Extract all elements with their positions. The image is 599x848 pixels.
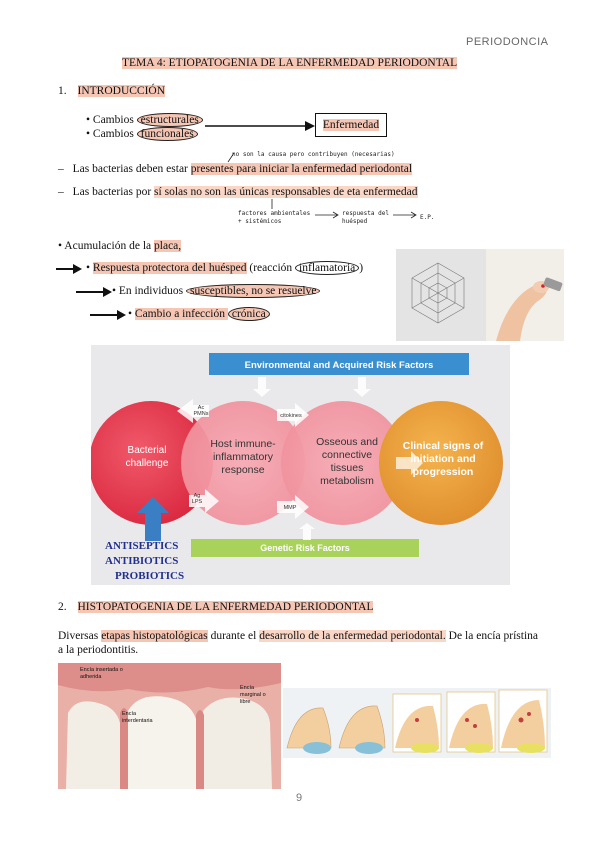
dash: – [58,186,64,198]
line2-text: Las bacterias por [72,186,155,198]
label-encia-insertada: Encía insertada o adherida [80,667,123,680]
down-arrow-icon [353,377,371,397]
section2-heading: 2. HISTOPATOGENIA DE LA ENFERMEDAD PERIO… [58,601,374,613]
radar-chart-icon [396,249,564,341]
page-title-text: TEMA 4: ETIOPATOGENIA DE LA ENFERMEDAD P… [122,57,458,69]
cambios-prefix: Cambios [92,128,137,140]
line2-highlight: sí solas no son las únicas responsables … [154,186,418,198]
gum-photo-illustration [58,663,281,789]
top-banner-text: Environmental and Acquired Risk Factors [245,360,434,371]
hw-ep: E.P. [420,214,435,221]
treatment-antiseptics: ANTISEPTICS [105,540,178,552]
bullet-cambios-estructurales: • Cambios estructurales [86,113,203,127]
acumulacion-text: Acumulación de la [64,240,155,252]
enfermedad-box: Enfermedad [315,113,387,137]
cronica-word: crónica [227,307,270,321]
course-header: PERIODONCIA [466,36,549,48]
page-title: TEMA 4: ETIOPATOGENIA DE LA ENFERMEDAD P… [122,57,458,69]
treatment-antibiotics: ANTIBIOTICS [105,555,178,567]
cambio-highlight: Cambio a infección [134,308,228,320]
enfermedad-label: Enfermedad [322,119,380,131]
para-text: Diversas [58,630,102,642]
respuesta-text: (reacción [246,262,296,274]
susceptibles-highlight: susceptibles, no se resuelve [186,284,321,298]
funcionales-word: funcionales [136,127,198,141]
section1-number: 1. [58,85,67,97]
bullet-cambios-funcionales: • Cambios funcionales [86,127,203,141]
hw-arrow-icon [393,211,417,219]
respuesta-line: • Respuesta protectora del huésped (reac… [86,261,364,275]
inflamatoria-word: inflamatoria [295,261,360,275]
bacterial-circle [91,401,213,525]
diagram-svg: Environmental and Acquired Risk Factors … [91,353,503,582]
arrow-icon [76,287,112,297]
treatment-probiotics: PROBIOTICS [115,570,184,582]
section1-heading: 1. INTRODUCCIÓN [58,85,166,97]
estructurales-word: estructurales [136,113,203,127]
para-text: De la encía prístina a la periodontitis. [58,630,538,656]
section2-number: 2. [58,601,67,613]
para-text: durante el [207,630,260,642]
label-encia-marginal: Encía marginal o libre [240,685,266,705]
host-circle [181,401,305,525]
hw-down-arrow-icon [271,199,273,209]
etapas-highlight: etapas histopatológicas [101,630,208,642]
gum-photo: Encía insertada o adherida Encía interde… [58,663,281,789]
paren-close: ) [359,262,364,274]
cambio-line: • Cambio a infección crónica [128,307,270,321]
arrow-cyt-label: citokines [280,413,302,419]
cambios-list: • Cambios estructurales • Cambios funcio… [86,113,203,141]
bottom-banner-bg [191,539,419,557]
right-arrow-icon [396,451,423,475]
ag-arrow-icon [189,489,219,513]
clinical-circle [379,401,503,525]
osseous-circle [281,401,405,525]
risk-factors-diagram: Environmental and Acquired Risk Factors … [91,345,510,585]
cambios-prefix: Cambios [92,114,137,126]
hw-arrow-icon [315,211,339,219]
hw-arrow-icon [227,152,235,163]
ac-arrow-icon [177,399,209,423]
section2-title: HISTOPATOGENIA DE LA ENFERMEDAD PERIODON… [77,601,374,613]
hw-respuesta: respuesta del huésped [342,210,389,225]
arrow-icon [205,121,315,131]
radar-finger-image [396,249,564,341]
bottom-banner-text: Genetic Risk Factors [260,543,350,553]
down-arrow-icon [253,377,271,397]
acumulacion-line: • Acumulación de la placa, [58,240,182,252]
individuos-text: En individuos [118,285,186,297]
histopathology-stages-image [283,688,551,758]
top-banner-bg [209,353,469,375]
dash: – [58,163,64,175]
individuos-line: • En individuos susceptibles, no se resu… [112,284,321,298]
stages-illustration [286,689,548,754]
up-arrow-icon [299,523,315,540]
line-bacterias-presentes: – Las bacterias deben estar presentes pa… [58,163,413,175]
respuesta-highlight: Respuesta protectora del huésped [92,262,247,274]
hw-factores: factores ambientales + sistémicos [238,210,311,225]
page-number: 9 [296,792,303,804]
line1-highlight: presentes para iniciar la enfermedad per… [190,163,413,175]
section2-paragraph: Diversas etapas histopatológicas durante… [58,629,538,657]
treatment-arrow-icon [137,497,169,541]
section1-title: INTRODUCCIÓN [77,85,166,97]
line-bacterias-solas: – Las bacterias por sí solas no son las … [58,186,418,198]
arrow-icon [56,264,82,274]
cytokines-arrow-icon [277,403,309,427]
arrow-icon [90,310,126,320]
handwritten-note-causa: no son la causa pero contribuyen (necesa… [232,151,395,158]
line1-text: Las bacterias deben estar [72,163,191,175]
mmp-arrow-icon [277,495,309,519]
label-encia-interdentaria: Encía interdentaria [122,711,153,724]
arrow-mmp-label: MMP [284,505,297,511]
desarrollo-highlight: desarrollo de la enfermedad periodontal. [259,630,446,642]
placa-word: placa, [154,240,182,252]
